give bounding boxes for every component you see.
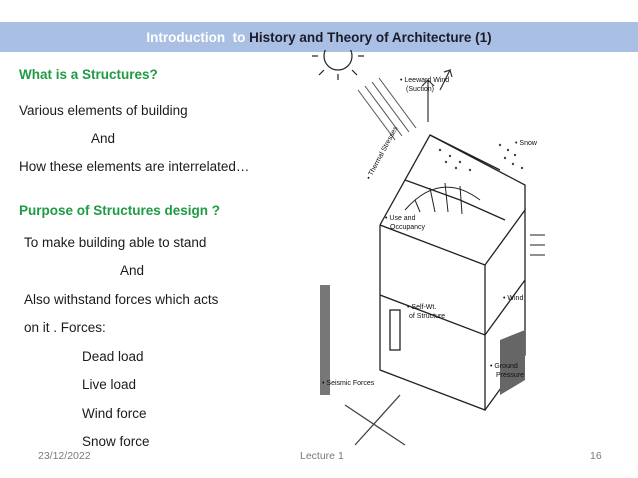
force-snow: Snow force <box>82 434 150 449</box>
title-prefix: Introduction <box>146 29 226 45</box>
label-self-wt: • Self-Wt. <box>407 304 436 311</box>
text-on-it-forces: on it . Forces: <box>24 320 106 335</box>
label-thermal-stresses: • Thermal Stresses <box>366 125 400 181</box>
footer-page-number: 16 <box>590 450 602 462</box>
slide-title-bar: Introduction to History and Theory of Ar… <box>0 22 638 52</box>
text-and-1: And <box>91 131 116 146</box>
seismic-forces-icon <box>344 394 406 446</box>
heading-purpose: Purpose of Structures design ? <box>19 203 221 218</box>
label-wind: • Wind <box>503 295 523 302</box>
title-to: to <box>232 29 246 45</box>
side-panel-icon <box>320 285 330 395</box>
title-rest: History and Theory of Architecture (1) <box>249 29 492 45</box>
force-dead-load: Dead load <box>82 349 144 364</box>
label-seismic-forces: • Seismic Forces <box>322 380 375 387</box>
label-leeward-wind: • Leeward Wind <box>400 77 449 84</box>
wind-arrows-icon <box>530 234 545 256</box>
sun-icon <box>312 50 364 80</box>
ground-pressure-icon <box>500 330 525 395</box>
thermal-rays-icon <box>357 77 417 141</box>
roof-truss-icon <box>404 182 481 215</box>
heading-what-is-structure: What is a Structures? <box>19 67 158 82</box>
label-use-and: • Use and <box>385 215 416 222</box>
label-occupancy: Occupancy <box>390 224 426 231</box>
force-live-load: Live load <box>82 377 137 392</box>
roof-icon <box>379 134 526 266</box>
label-snow: • Snow <box>515 140 538 147</box>
label-of-structure: of Structure <box>409 313 445 320</box>
snow-dots-icon <box>438 143 524 172</box>
text-various-elements: Various elements of building <box>19 103 188 118</box>
force-wind: Wind force <box>82 406 147 421</box>
label-pressure: Pressure <box>496 372 524 379</box>
leeward-wind-arrow-icon <box>421 68 453 122</box>
text-withstand-forces: Also withstand forces which acts <box>24 292 219 307</box>
footer-date: 23/12/2022 <box>38 450 91 462</box>
footer-lecture: Lecture 1 <box>300 450 344 462</box>
label-ground: • Ground <box>490 363 518 370</box>
building-forces-diagram: • Leeward Wind (Suction) • Snow • Therma… <box>312 50 545 446</box>
text-able-to-stand: To make building able to stand <box>24 235 207 250</box>
text-and-2: And <box>120 263 145 278</box>
text-interrelated: How these elements are interrelated… <box>19 159 250 174</box>
label-suction: (Suction) <box>406 86 434 93</box>
